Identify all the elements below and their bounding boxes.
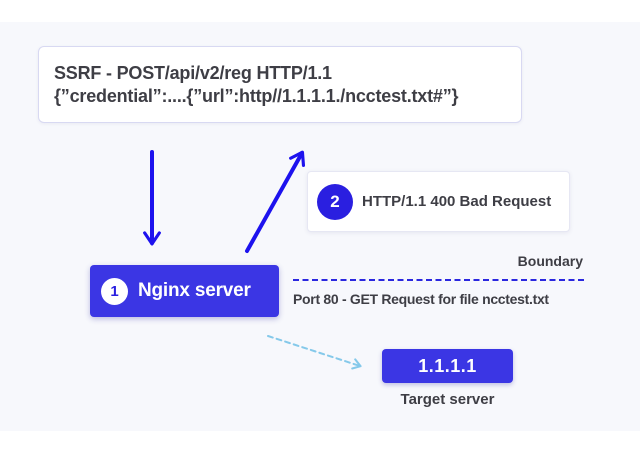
bad-request-response-label: HTTP/1.1 400 Bad Request [362, 193, 552, 210]
target-server-label: Target server [400, 391, 495, 408]
target-server-ip-box: 1.1.1.1 [382, 349, 513, 383]
step-1-badge: 1 [101, 277, 128, 305]
ssrf-request-box: SSRF - POST/api/v2/reg HTTP/1.1 {”creden… [38, 46, 522, 123]
ssrf-request-line2: {”credential”:....{”url”:http//1.1.1.1./… [54, 86, 459, 106]
step-2-badge: 2 [317, 183, 353, 220]
nginx-server-box: 1 Nginx server [90, 265, 279, 317]
ssrf-request-line1: SSRF - POST/api/v2/reg HTTP/1.1 [54, 63, 332, 83]
nginx-server-label: Nginx server [138, 280, 251, 301]
boundary-label: Boundary [517, 253, 583, 269]
port-80-get-request-label: Port 80 - GET Request for file ncctest.t… [293, 291, 549, 307]
bad-request-response-box: 2 HTTP/1.1 400 Bad Request [307, 171, 570, 232]
